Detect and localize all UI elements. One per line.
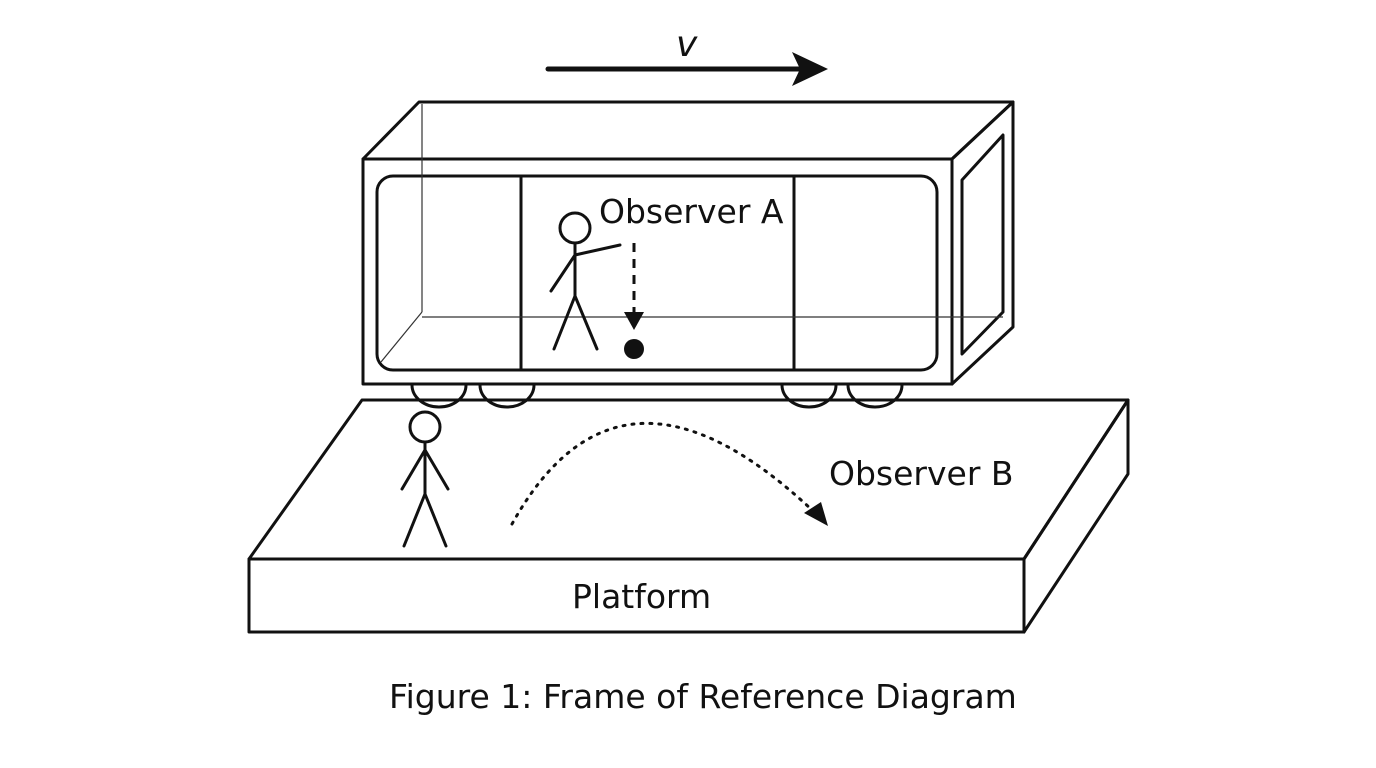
observer-b-figure: [400, 410, 450, 548]
velocity-label: v: [676, 24, 698, 65]
ball-trajectory-curve: [510, 421, 828, 526]
platform-label: Platform: [572, 577, 711, 616]
train-car: [361, 100, 1015, 409]
ball-drop-path: [624, 243, 644, 330]
observer-b-label: Observer B: [829, 454, 1014, 493]
figure-caption: Figure 1: Frame of Reference Diagram: [389, 677, 1017, 716]
velocity-arrow: [545, 52, 828, 86]
observer-a-label: Observer A: [599, 192, 784, 231]
ball: [624, 339, 644, 359]
observer-a-figure: [549, 211, 622, 351]
train-wheels: [410, 383, 904, 409]
platform: [247, 398, 1130, 634]
